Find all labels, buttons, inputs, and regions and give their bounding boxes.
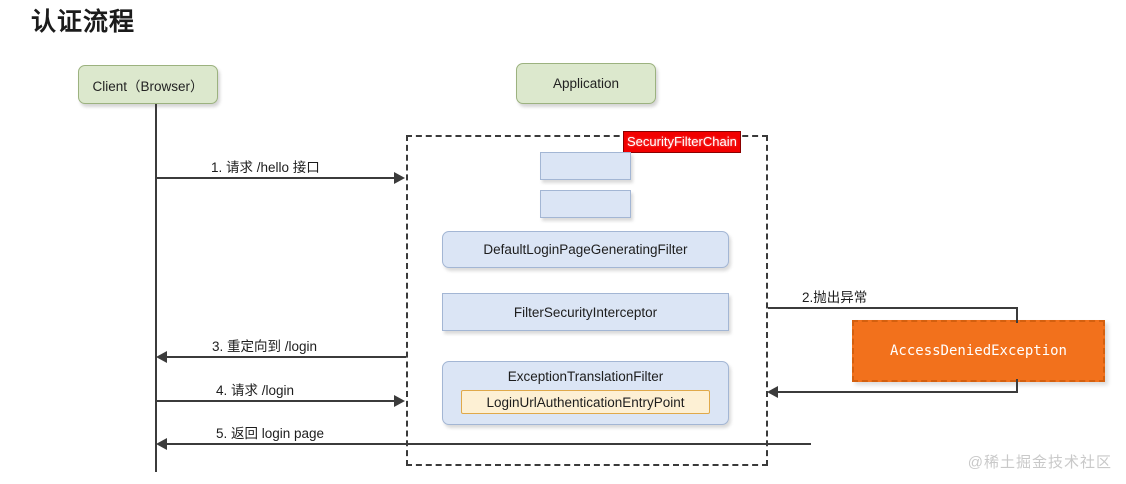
message-label-2: 2.抛出异常: [802, 290, 868, 305]
filter-box-empty-1: [540, 152, 631, 180]
filter-box-filter-security-interceptor: FilterSecurityInterceptor: [442, 293, 729, 331]
filter-box-default-login-page-generating-filter: DefaultLoginPageGeneratingFilter: [442, 231, 729, 268]
message-label-4: 4. 请求 /login: [216, 383, 295, 398]
filter-box-empty-2: [540, 190, 631, 218]
message-line-1: [155, 177, 395, 179]
exception-out-horizontal-line: [768, 307, 1018, 309]
message-line-4: [155, 400, 395, 402]
watermark: @稀土掘金技术社区: [967, 454, 1112, 471]
arrow-head-right-icon-4: [394, 395, 405, 407]
exception-translation-filter-title: ExceptionTranslationFilter: [507, 369, 664, 384]
security-filter-chain-container: [406, 135, 768, 466]
message-line-5: [166, 443, 811, 445]
exception-return-horizontal-line: [778, 391, 1018, 393]
actor-client-browser: Client（Browser）: [78, 65, 218, 104]
access-denied-exception-box: AccessDeniedException: [852, 320, 1105, 382]
message-label-5: 5. 返回 login page: [216, 426, 325, 441]
security-filter-chain-label: SecurityFilterChain: [623, 131, 741, 153]
message-label-1: 1. 请求 /hello 接口: [211, 160, 320, 175]
exception-return-vertical-line: [1016, 379, 1018, 393]
arrow-head-left-icon-5: [156, 438, 167, 450]
login-url-authentication-entry-point: LoginUrlAuthenticationEntryPoint: [461, 390, 710, 414]
message-label-3: 3. 重定向到 /login: [212, 339, 318, 354]
filter-box-exception-translation-filter: ExceptionTranslationFilter LoginUrlAuthe…: [442, 361, 729, 425]
arrow-head-left-icon-3: [156, 351, 167, 363]
exception-out-vertical-line: [1016, 307, 1018, 323]
message-line-3: [166, 356, 406, 358]
arrow-head-left-icon-2: [767, 386, 778, 398]
page-title: 认证流程: [31, 8, 136, 36]
arrow-head-right-icon-1: [394, 172, 405, 184]
actor-application: Application: [516, 63, 656, 104]
client-lifeline: [155, 104, 157, 472]
